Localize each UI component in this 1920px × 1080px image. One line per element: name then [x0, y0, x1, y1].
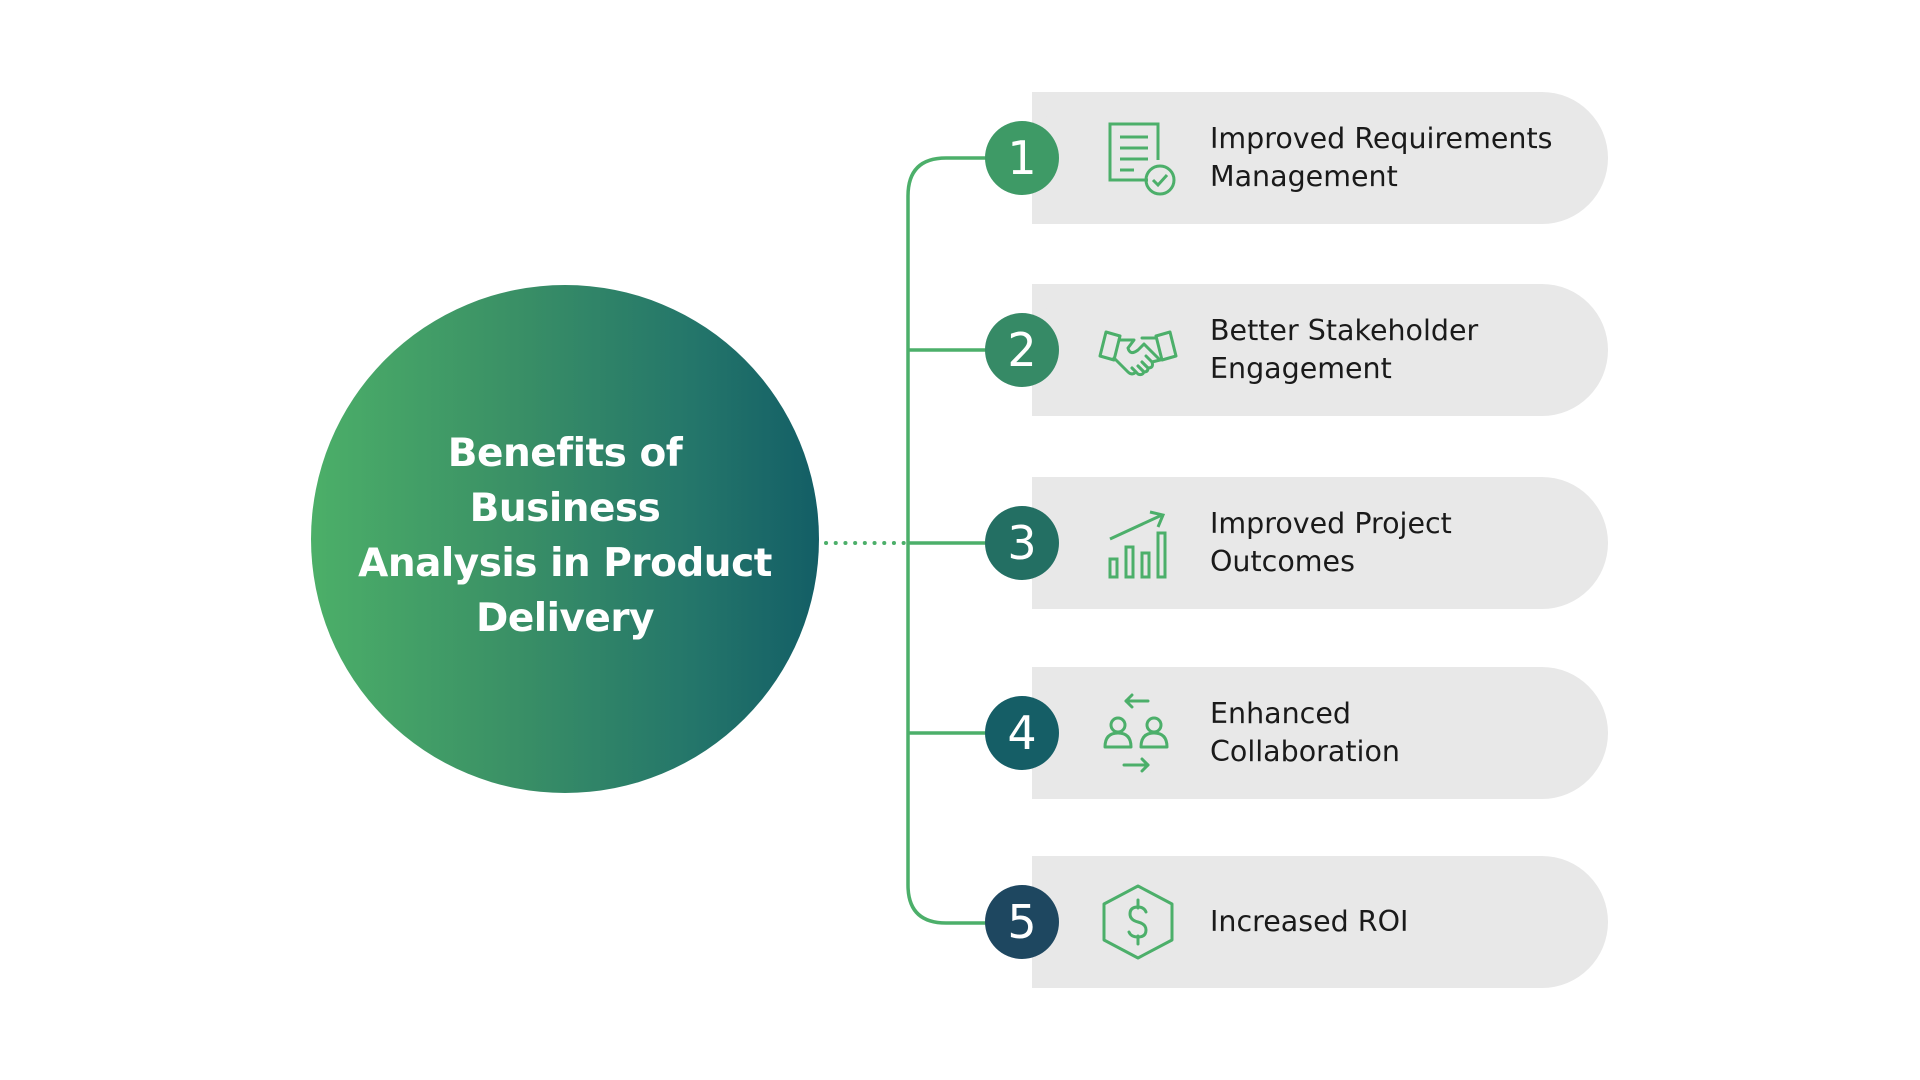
benefit-item: 4 Enhanced Collaboration: [0, 667, 1920, 799]
benefit-label: Improved Project Outcomes: [1210, 477, 1590, 609]
benefit-label-line: Increased ROI: [1210, 905, 1409, 938]
hub-title: Benefits of Business Analysis in Product…: [350, 426, 780, 646]
benefit-pill: [1032, 667, 1608, 799]
central-hub-circle: Benefits of Business Analysis in Product…: [311, 285, 819, 793]
handshake-icon: [1098, 310, 1178, 390]
hub-title-line: Delivery: [475, 596, 655, 641]
benefit-label-line: Enhanced: [1210, 697, 1351, 730]
benefit-label-line: Engagement: [1210, 352, 1392, 385]
benefit-item: 5 Increased ROI: [0, 856, 1920, 988]
benefit-pill: [1032, 856, 1608, 988]
benefit-label: Better Stakeholder Engagement: [1210, 284, 1590, 416]
benefit-label-line: Management: [1210, 160, 1398, 193]
vertical-trunk: [906, 156, 1000, 925]
dollar-hexagon-icon: [1098, 882, 1178, 962]
hub-title-line: Analysis in Product: [358, 541, 772, 586]
document-check-icon: [1098, 118, 1178, 198]
step-number-badge: 3: [985, 506, 1059, 580]
benefit-label-line: Improved Project: [1210, 507, 1452, 540]
step-number-badge: 2: [985, 313, 1059, 387]
benefit-label-line: Improved Requirements: [1210, 122, 1553, 155]
collaboration-icon: [1098, 693, 1178, 773]
benefit-label: Enhanced Collaboration: [1210, 667, 1590, 799]
benefit-label: Increased ROI: [1210, 856, 1590, 988]
growth-chart-icon: [1098, 503, 1178, 583]
benefit-item: 3 Improved Project Outcomes: [0, 477, 1920, 609]
benefit-pill: [1032, 477, 1608, 609]
step-number-badge: 1: [985, 121, 1059, 195]
benefit-label: Improved Requirements Management: [1210, 92, 1590, 224]
step-number-badge: 5: [985, 885, 1059, 959]
benefit-label-line: Better Stakeholder: [1210, 314, 1479, 347]
benefit-item: 1 Improved Requirements Management: [0, 92, 1920, 224]
benefit-item: 2 Better Stakeholder Engagement: [0, 284, 1920, 416]
benefit-label-line: Outcomes: [1210, 545, 1355, 578]
hub-title-line: Benefits of Business: [447, 431, 683, 531]
benefit-label-line: Collaboration: [1210, 735, 1400, 768]
step-number-badge: 4: [985, 696, 1059, 770]
